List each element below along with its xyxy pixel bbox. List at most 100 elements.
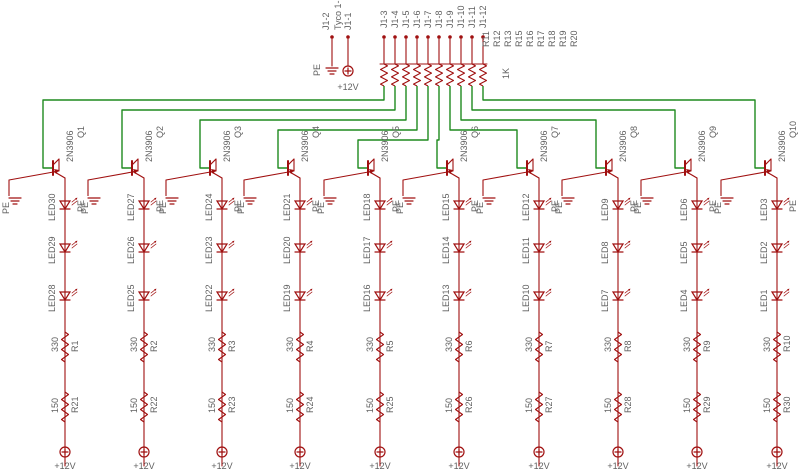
column-supply-label: +12V — [528, 461, 549, 471]
led-arrow-head — [707, 241, 709, 243]
transistor-collector — [367, 158, 375, 166]
transistor-label: Q5 — [391, 126, 401, 138]
base-net — [42, 86, 385, 169]
led-arrow-head — [469, 241, 471, 243]
transistor-Q7 — [526, 158, 540, 179]
header-pin-label: J1-2 — [321, 12, 331, 30]
transistor-label: Q4 — [311, 126, 321, 138]
led-light-arrow — [150, 200, 157, 206]
led-label: LED19 — [282, 284, 292, 312]
transistor-collector — [605, 158, 613, 166]
resistor-R29 — [692, 391, 702, 423]
resistor-value: 330 — [365, 337, 375, 352]
led-LED25 — [137, 288, 157, 302]
led-light-arrow — [228, 291, 235, 297]
led-light-arrow — [386, 291, 393, 297]
header-pin-label: Tyco 1-6 — [333, 0, 343, 30]
transistor-collector — [131, 158, 139, 166]
transistor-part-label: 2N3906 — [65, 130, 75, 162]
resistor-value: 150 — [603, 398, 613, 413]
transistor-label: Q10 — [788, 121, 798, 138]
resistor-label: R23 — [227, 396, 237, 413]
led-pe-label: PE — [788, 200, 798, 212]
led-LED6 — [690, 197, 710, 211]
led-LED26 — [137, 240, 157, 254]
column-ground — [482, 197, 496, 205]
led-label: LED20 — [282, 236, 292, 264]
resistor-value: 150 — [682, 398, 692, 413]
led-label: LED12 — [521, 193, 531, 221]
column-pe-label: PE — [633, 202, 643, 214]
base-net — [357, 86, 429, 169]
header-pin-label: J1-11 — [467, 6, 477, 28]
led-LED28 — [58, 288, 78, 302]
led-LED9 — [611, 197, 631, 211]
column-pe-label: PE — [475, 202, 485, 214]
led-triangle — [373, 291, 387, 302]
resistor-label: R7 — [544, 340, 554, 352]
column-supply — [533, 446, 545, 458]
column-supply-label: +12V — [133, 461, 154, 471]
base-net — [199, 86, 407, 169]
led-label: LED3 — [759, 198, 769, 221]
collector-lead — [561, 159, 613, 196]
transistor-label: Q3 — [233, 126, 243, 138]
resistor-R24 — [295, 391, 305, 423]
led-arrow-head — [75, 289, 77, 291]
collector-lead — [482, 159, 534, 196]
resistor-label: R8 — [623, 340, 633, 352]
transistor-part-label: 2N3906 — [380, 130, 390, 162]
header-pin — [393, 35, 397, 39]
column-supply — [59, 446, 71, 458]
supply-circle — [533, 446, 545, 458]
pullup-resistor — [467, 63, 477, 87]
led-LED16 — [373, 288, 393, 302]
led-label: LED13 — [441, 284, 451, 312]
transistor-label: Q6 — [470, 126, 480, 138]
resistor-R28 — [613, 391, 623, 423]
led-pe-label: PE — [550, 200, 560, 212]
resistor-R30 — [772, 391, 782, 423]
collector-lead — [640, 159, 692, 196]
resistor-value: 330 — [444, 337, 454, 352]
led-label: LED29 — [47, 236, 57, 264]
resistor-R5 — [375, 331, 385, 363]
led-light-arrow — [703, 243, 710, 249]
collector-lead — [87, 159, 139, 196]
led-arrow-head — [707, 198, 709, 200]
led-pe-label: PE — [76, 200, 86, 212]
supply-circle — [771, 446, 783, 458]
led-LED7 — [611, 288, 631, 302]
led-light-arrow — [71, 200, 78, 206]
resistor-R9 — [692, 331, 702, 363]
column-supply-label: +12V — [289, 461, 310, 471]
led-LED10 — [532, 288, 552, 302]
transistor-part-label: 2N3906 — [144, 130, 154, 162]
transistor-collector — [764, 158, 772, 166]
column-supply-label: +12V — [686, 461, 707, 471]
header-resistor-label: R12 — [492, 30, 502, 47]
led-triangle — [611, 200, 625, 211]
led-pe-label: PE — [391, 200, 401, 212]
resistor-R7 — [534, 331, 544, 363]
transistor-label: Q8 — [629, 126, 639, 138]
led-triangle — [373, 243, 387, 254]
led-triangle — [770, 243, 784, 254]
led-triangle — [611, 243, 625, 254]
led-LED20 — [293, 240, 313, 254]
led-light-arrow — [465, 243, 472, 249]
resistor-label: R6 — [464, 340, 474, 352]
transistor-part-label: 2N3906 — [697, 130, 707, 162]
column-supply-label: +12V — [369, 461, 390, 471]
column-ground — [640, 197, 654, 205]
column-pe-label: PE — [80, 202, 90, 214]
base-net — [449, 86, 526, 169]
column-supply — [294, 446, 306, 458]
led-pe-label: PE — [155, 200, 165, 212]
supply-circle — [294, 446, 306, 458]
transistor-collector — [684, 158, 692, 166]
led-arrow-head — [787, 198, 789, 200]
pullup-resistor — [456, 63, 466, 87]
header-pin-label: J1-7 — [423, 10, 433, 28]
